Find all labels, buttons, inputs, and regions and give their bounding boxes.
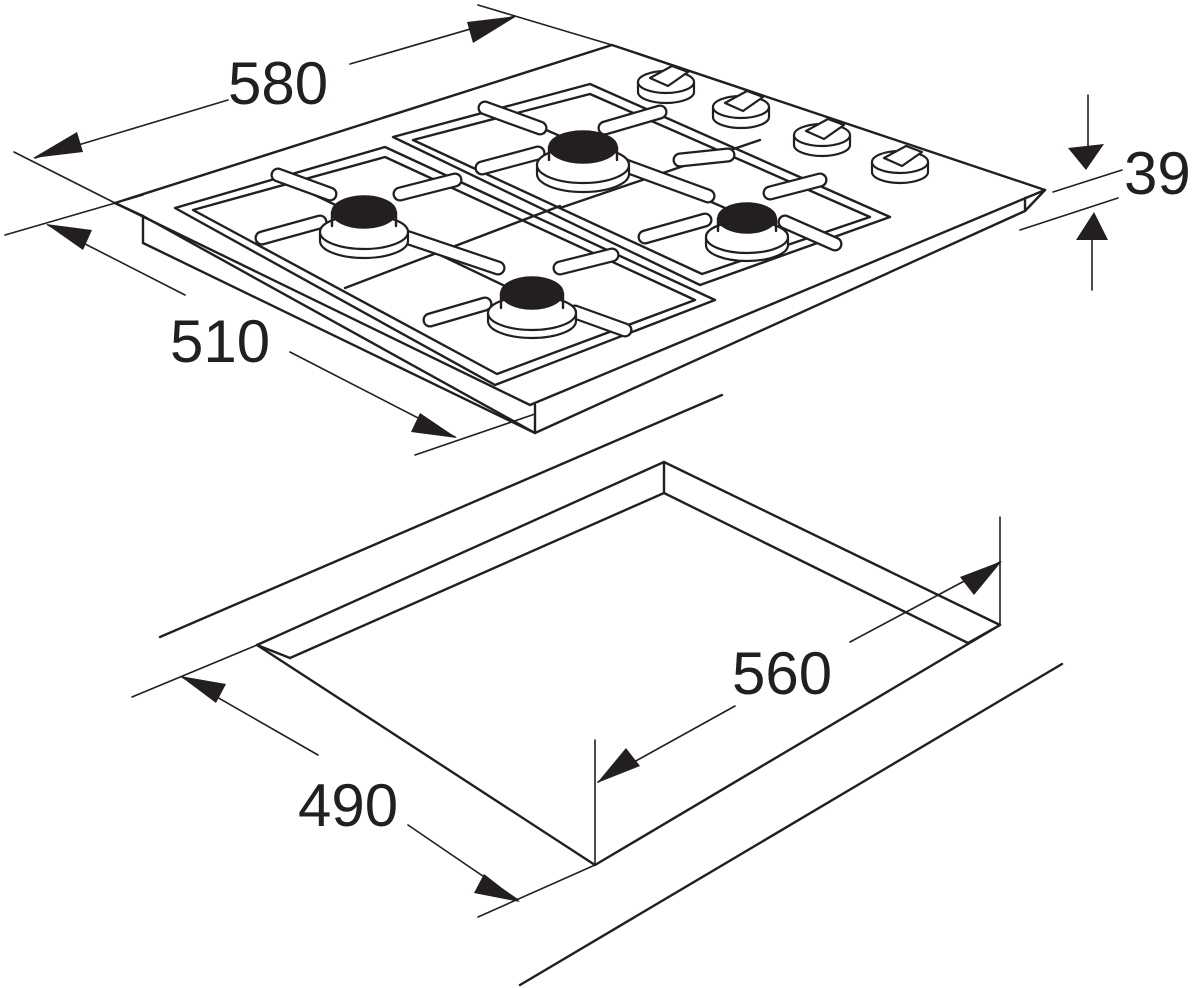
hob-width-label: 580 (228, 50, 328, 117)
dimension-490: 490 (131, 644, 596, 918)
cutout-width-label: 560 (732, 640, 832, 707)
countertop-front-edge (518, 662, 1064, 987)
countertop-back-edge (158, 393, 724, 639)
dimension-510: 510 (4, 194, 536, 456)
control-knob-icon (711, 89, 771, 130)
hob-height-label: 39 (1124, 140, 1191, 207)
pan-support-fingers (254, 100, 843, 338)
dimension-560: 560 (594, 516, 1002, 866)
hob-depth-label: 510 (170, 308, 270, 375)
control-knob-icon (792, 117, 852, 158)
dimension-580: 580 (13, 4, 613, 204)
gas-burner-icon (486, 276, 578, 340)
cutout-depth-label: 490 (298, 772, 398, 839)
countertop (158, 393, 1064, 987)
hob (113, 43, 1047, 435)
dimension-39: 39 (1019, 94, 1191, 291)
gas-burner-icon (535, 130, 631, 194)
gas-burner-icon (318, 195, 410, 260)
gas-burner-icon (704, 202, 790, 263)
control-knob-icon (636, 64, 696, 105)
control-knob-icon (870, 144, 930, 185)
